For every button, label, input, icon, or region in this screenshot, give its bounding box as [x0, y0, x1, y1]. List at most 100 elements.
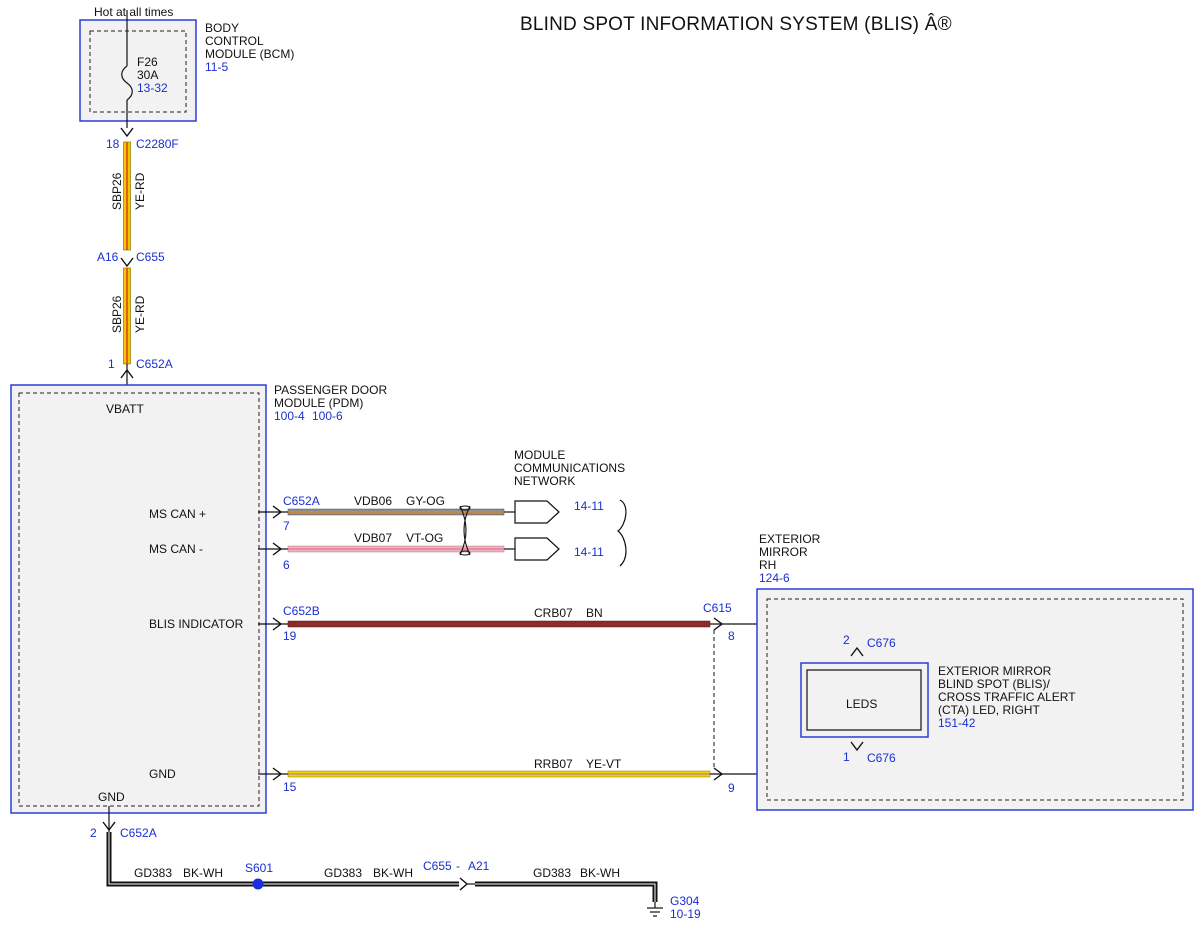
pdm-pin-gnd-right: GND [149, 767, 176, 781]
rrb07-circuit: RRB07 [534, 757, 573, 771]
splice-name: S601 [245, 861, 273, 875]
rrb07-connector-icon [272, 767, 283, 781]
wire-crb07 [287, 620, 711, 628]
rrb07-far-pin: 9 [728, 781, 735, 795]
c655-a21-pin: A21 [468, 859, 490, 873]
mirror-module-box [756, 588, 1194, 811]
gd383-seg1-circuit: GD383 [134, 866, 172, 880]
can-plus-pin: 7 [283, 519, 290, 533]
c652a-bottom-pin: 2 [90, 826, 97, 840]
c652a-top-pin: 1 [108, 357, 115, 371]
rrb07-pin: 15 [283, 780, 297, 794]
mirror-ref: 124-6 [759, 571, 790, 585]
wire-sbp26-lower-color: YE-RD [133, 295, 147, 333]
mirror-label-line1: EXTERIOR [759, 532, 821, 546]
pdm-pin-blis-indicator: BLIS INDICATOR [149, 617, 244, 631]
blis-far-connector: C615 [703, 601, 732, 615]
can-minus-color: VT-OG [406, 531, 443, 545]
gd383-seg2-circuit: GD383 [324, 866, 362, 880]
c655-a21-name: C655 [423, 859, 452, 873]
c2280f-connector-icon [120, 127, 134, 138]
wire-gd383-seg3 [475, 881, 658, 902]
wire-gd383-seg3-stripe [475, 883, 656, 902]
pdm-pin-gnd-bottom: GND [98, 790, 125, 804]
can-plus-color: GY-OG [406, 494, 445, 508]
leds-label: LEDS [846, 697, 877, 711]
pdm-module-box [10, 384, 267, 814]
wire-sbp26-upper-circuit: SBP26 [110, 172, 124, 210]
can-plus-network-arrow-icon [514, 500, 560, 524]
wire-sbp26-lower-circuit: SBP26 [110, 295, 124, 333]
bcm-module-box [79, 19, 197, 122]
can-minus-circuit: VDB07 [354, 531, 392, 545]
leds-internal-box [806, 669, 922, 731]
leds-desc-line1: EXTERIOR MIRROR [938, 664, 1052, 678]
mirror-label-line2: MIRROR [759, 545, 808, 559]
c676-bottom-pin: 1 [843, 750, 850, 764]
can-minus-connector-icon [272, 542, 283, 556]
fuse-ref: 13-32 [137, 81, 168, 95]
twisted-pair-cap-bottom-icon [459, 550, 471, 556]
leds-desc-line3: CROSS TRAFFIC ALERT [938, 690, 1076, 704]
leds-ref: 151-42 [938, 716, 976, 730]
mirror-label-line3: RH [759, 558, 776, 572]
can-minus-network-arrow-icon [514, 537, 560, 561]
bcm-label-line2: CONTROL [205, 34, 264, 48]
c652a-top-name: C652A [136, 357, 173, 371]
pdm-internal-box [18, 392, 260, 807]
c652a-bottom-connector-icon [102, 821, 116, 832]
c655-a21-connector-icon [459, 877, 469, 891]
mcn-label-line1: MODULE [514, 448, 565, 462]
can-plus-connector: C652A [283, 494, 320, 508]
rrb07-color: YE-VT [586, 757, 622, 771]
c676-top-name: C676 [867, 636, 896, 650]
splice-s601-icon [252, 878, 264, 890]
c655-pin: A16 [97, 250, 119, 264]
c2280f-pin: 18 [106, 137, 120, 151]
leds-desc-line2: BLIND SPOT (BLIS)/ [938, 677, 1050, 691]
fuse-f26-symbol [121, 65, 133, 101]
mcn-label-line2: COMMUNICATIONS [514, 461, 625, 475]
c676-top-pin: 2 [843, 633, 850, 647]
blis-far-pin: 8 [728, 629, 735, 643]
can-minus-ref: 14-11 [574, 545, 604, 559]
wire-sbp26-upper-color: YE-RD [133, 172, 147, 210]
g304-name: G304 [670, 894, 700, 908]
pdm-pin-ms-can-minus: MS CAN - [149, 542, 203, 556]
network-brace-icon [617, 499, 627, 567]
c655-a21-sep: - [456, 859, 460, 873]
hot-at-all-times-label: Hot at all times [94, 5, 173, 19]
gd383-seg3-color: BK-WH [580, 866, 620, 880]
gd383-seg1-color: BK-WH [183, 866, 223, 880]
diagram-title: BLIND SPOT INFORMATION SYSTEM (BLIS) Â® [520, 13, 952, 35]
gd383-seg2-color: BK-WH [373, 866, 413, 880]
pdm-pin-ms-can-plus: MS CAN + [149, 507, 206, 521]
pdm-label-line2: MODULE (PDM) [274, 396, 363, 410]
c676-bottom-name: C676 [867, 751, 896, 765]
can-plus-ref: 14-11 [574, 499, 604, 513]
blis-pin: 19 [283, 629, 297, 643]
leds-desc-line4: (CTA) LED, RIGHT [938, 703, 1040, 717]
fuse-rating: 30A [137, 68, 158, 82]
blis-circuit: CRB07 [534, 606, 573, 620]
c676-top-connector-icon [850, 646, 864, 657]
c652a-bottom-name: C652A [120, 826, 157, 840]
gd383-seg3-circuit: GD383 [533, 866, 571, 880]
twisted-pair-cap-top-icon [459, 505, 471, 511]
pdm-ref2: 100-6 [312, 409, 343, 423]
bcm-internal-box [89, 30, 187, 113]
pdm-label-line1: PASSENGER DOOR [274, 383, 387, 397]
c676-bottom-connector-icon [850, 741, 864, 752]
g304-ref: 10-19 [670, 907, 701, 921]
can-plus-circuit: VDB06 [354, 494, 392, 508]
c2280f-name: C2280F [136, 137, 179, 151]
bcm-label-line1: BODY [205, 21, 239, 35]
c655-name: C655 [136, 250, 165, 264]
blis-connector-icon [272, 617, 283, 631]
pdm-ref1: 100-4 [274, 409, 305, 423]
mcn-label-line3: NETWORK [514, 474, 575, 488]
can-plus-connector-icon [272, 505, 283, 519]
bcm-label-line3: MODULE (BCM) [205, 47, 294, 61]
c655-connector-icon [120, 257, 134, 268]
